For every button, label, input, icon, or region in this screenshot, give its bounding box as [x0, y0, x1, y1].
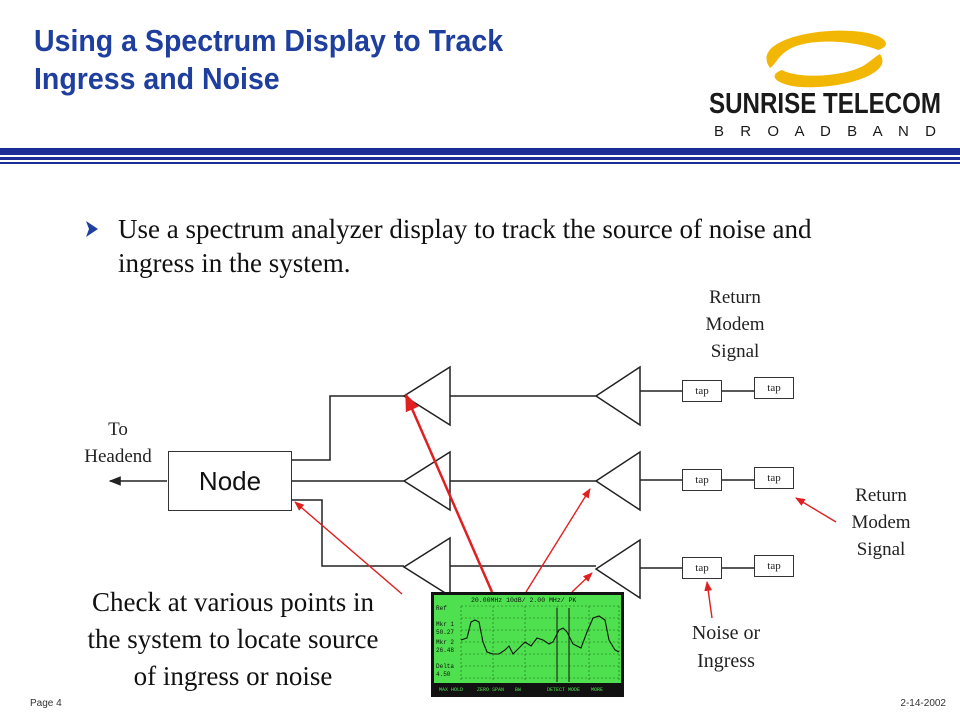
- return-modem-signal-right-label: Return Modem Signal: [851, 485, 911, 560]
- arrow-to-amp-5: [525, 488, 591, 593]
- analyzer-softkeys: MAX HOLD ZERO SPAN BW DETECT MODE MORE: [434, 683, 621, 694]
- tap-1b: tap: [754, 377, 794, 399]
- tap-1a: tap: [682, 380, 722, 402]
- node-box: Node: [168, 451, 292, 511]
- bullet-text: Use a spectrum analyzer display to track…: [118, 214, 812, 278]
- arrow-to-amp-1: [404, 393, 494, 593]
- svg-text:Delta: Delta: [436, 663, 454, 670]
- logo-brand-text: SUNRISE TELECOM: [709, 88, 941, 120]
- return-modem-signal-top-label: Return Modem Signal: [705, 287, 765, 362]
- svg-text:ZERO SPAN: ZERO SPAN: [477, 687, 504, 693]
- svg-text:MORE: MORE: [591, 687, 603, 693]
- tap-2a: tap: [682, 469, 722, 491]
- sunrise-telecom-logo: SUNRISE TELECOM B R O A D B A N D: [709, 30, 941, 140]
- page-number: Page 4: [30, 698, 62, 709]
- trunk-wiring: [292, 395, 404, 567]
- title-line-2: Ingress and Noise: [34, 61, 280, 96]
- check-points-caption: Check at various points in the system to…: [87, 587, 379, 691]
- svg-text:BW: BW: [515, 687, 521, 693]
- tap-3b: tap: [754, 555, 794, 577]
- tap-3a: tap: [682, 557, 722, 579]
- amplifier-1-icon: [402, 365, 451, 427]
- arrow-return-signal: [795, 497, 837, 523]
- tap-2b: tap: [754, 467, 794, 489]
- diamond-bullet-icon: [86, 221, 98, 237]
- spectrum-analyzer-screen: 20.00MHz 10dB/ 2.00 MHz/ PK Ref Mkr 1 50…: [431, 592, 624, 697]
- feeder-lines: [450, 390, 754, 569]
- svg-text:Mkr 2: Mkr 2: [436, 639, 454, 646]
- amplifier-6-icon: [594, 538, 641, 600]
- svg-text:26.48: 26.48: [436, 647, 454, 654]
- swoosh-icon: [766, 30, 886, 88]
- analyzer-header: 20.00MHz 10dB/ 2.00 MHz/ PK: [471, 597, 576, 604]
- analyzer-side-readout: Ref Mkr 1 50.27 Mkr 2 26.48 Delta 4.50: [436, 605, 454, 678]
- amplifier-5-icon: [594, 450, 641, 512]
- red-arrows: [294, 393, 837, 619]
- analyzer-markers: [556, 608, 570, 682]
- svg-text:MAX HOLD: MAX HOLD: [439, 687, 463, 693]
- svg-text:50.27: 50.27: [436, 629, 454, 636]
- header-rule-thin-2: [0, 162, 960, 164]
- spectrum-trace: [460, 615, 620, 655]
- svg-text:DETECT MODE: DETECT MODE: [547, 687, 580, 693]
- amplifier-4-icon: [594, 365, 641, 427]
- logo-sub-text: B R O A D B A N D: [714, 123, 936, 140]
- arrow-noise: [704, 581, 713, 619]
- date-stamp: 2-14-2002: [900, 698, 946, 709]
- arrow-to-node: [294, 501, 403, 595]
- header-rule-thick: [0, 148, 960, 155]
- slide-title: Using a Spectrum Display to Track Ingres…: [34, 22, 549, 98]
- amplifier-3-icon: [402, 536, 451, 598]
- noise-ingress-label: Noise or Ingress: [691, 622, 761, 672]
- arrow-to-amp-6: [571, 572, 593, 593]
- svg-text:4.50: 4.50: [436, 671, 451, 678]
- svg-text:Mkr 1: Mkr 1: [436, 621, 454, 628]
- to-headend-label: To Headend: [84, 419, 152, 467]
- title-line-1: Using a Spectrum Display to Track: [34, 23, 504, 58]
- svg-text:Ref: Ref: [436, 605, 447, 612]
- header-rule-thin-1: [0, 157, 960, 160]
